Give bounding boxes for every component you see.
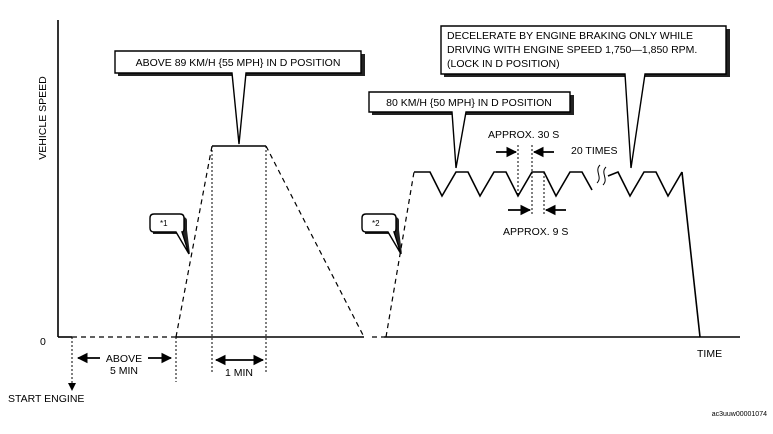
profile-high-speed bbox=[175, 145, 365, 372]
y-axis-label: VEHICLE SPEED bbox=[37, 76, 49, 160]
callout-above-89: ABOVE 89 KM/H {55 MPH} IN D POSITION bbox=[114, 50, 365, 145]
callout-decelerate: DECELERATE BY ENGINE BRAKING ONLY WHILE … bbox=[440, 25, 730, 169]
note-1-label: *1 bbox=[160, 219, 168, 228]
approx-9s-label: APPROX. 9 S bbox=[503, 226, 568, 238]
interval-approx-30s: APPROX. 30 S bbox=[488, 129, 559, 158]
above-5-min-label-1: ABOVE bbox=[106, 353, 142, 365]
one-min-label: 1 MIN bbox=[225, 367, 253, 379]
callout-80-kmh: 80 KM/H {50 MPH} IN D POSITION bbox=[368, 91, 574, 169]
note-badge-1: *1 bbox=[149, 213, 190, 255]
approx-30s-label: APPROX. 30 S bbox=[488, 129, 559, 141]
twenty-times-label: 20 TIMES bbox=[571, 145, 618, 157]
interval-approx-9s: APPROX. 9 S bbox=[503, 204, 568, 238]
interval-above-5-min: ABOVE 5 MIN bbox=[71, 337, 177, 382]
callout-above-89-text: ABOVE 89 KM/H {55 MPH} IN D POSITION bbox=[136, 57, 341, 69]
origin-label: 0 bbox=[40, 336, 46, 348]
start-engine-marker: START ENGINE bbox=[8, 337, 84, 405]
start-engine-label: START ENGINE bbox=[8, 393, 84, 405]
note-badge-2: *2 bbox=[361, 213, 402, 255]
x-axis-label: TIME bbox=[697, 348, 722, 360]
interval-1-min: 1 MIN bbox=[214, 354, 265, 379]
above-5-min-label-2: 5 MIN bbox=[110, 365, 138, 377]
callout-decelerate-line-2: DRIVING WITH ENGINE SPEED 1,750—1,850 RP… bbox=[447, 44, 697, 56]
callout-decelerate-line-1: DECELERATE BY ENGINE BRAKING ONLY WHILE bbox=[447, 30, 693, 42]
note-2-label: *2 bbox=[372, 219, 380, 228]
callout-decelerate-line-3: (LOCK IN D POSITION) bbox=[447, 58, 560, 70]
profile-sawtooth bbox=[385, 145, 701, 338]
figure-reference: ac3uuw00001074 bbox=[712, 411, 767, 418]
callout-80-kmh-text: 80 KM/H {50 MPH} IN D POSITION bbox=[386, 97, 552, 109]
